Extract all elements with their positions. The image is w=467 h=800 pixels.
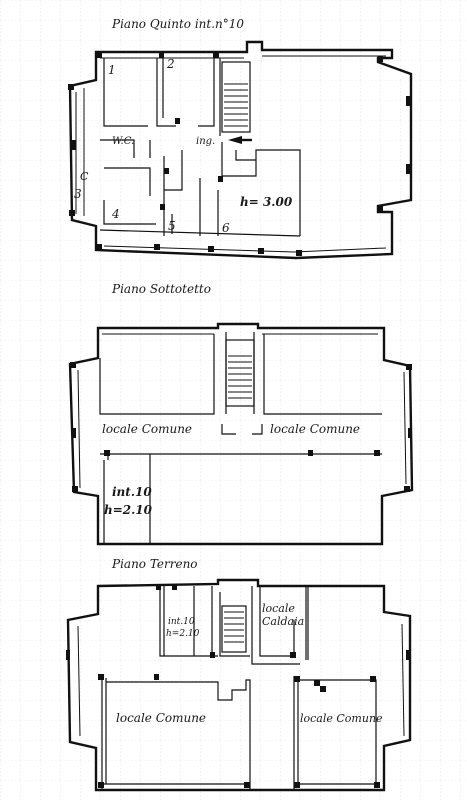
- plan-piano-terreno: Piano Terreno: [66, 557, 412, 792]
- room-2-label: 2: [166, 57, 175, 71]
- title-piano-sottotetto: Piano Sottotetto: [111, 282, 211, 296]
- height-quinto-label: h= 3.00: [240, 195, 293, 209]
- room-6-label: 6: [222, 221, 230, 235]
- columns-terreno: [66, 584, 410, 788]
- stair-quinto: [221, 61, 251, 133]
- unit-terreno-label: int.10: [168, 617, 195, 627]
- columns-sottotetto: [70, 362, 412, 492]
- entrance-arrow: [228, 136, 242, 144]
- height-sottotetto-label: h=2.10: [104, 503, 153, 517]
- columns-quinto: [68, 52, 410, 256]
- stair-sottotetto: [225, 339, 255, 407]
- wc-label: W.C.: [112, 136, 134, 147]
- room-5-label: 5: [168, 219, 176, 233]
- right-common-room-terreno-label: locale Comune: [300, 712, 383, 725]
- room-1-label: 1: [108, 63, 116, 77]
- title-piano-terreno: Piano Terreno: [111, 557, 198, 571]
- height-terreno-label: h=2.10: [166, 629, 200, 639]
- plan-piano-sottotetto: Piano Sottotetto: [68, 282, 414, 546]
- left-common-room-label: locale Comune: [102, 422, 192, 436]
- left-common-room-terreno-label: locale Comune: [116, 711, 206, 725]
- title-piano-quinto: Piano Quinto int.n°10: [111, 17, 244, 31]
- plan-piano-quinto: Piano Quinto int.n°10: [68, 17, 413, 260]
- right-common-room-label: locale Comune: [270, 422, 360, 436]
- corridor-label: C: [80, 170, 89, 183]
- room-3-label: 3: [74, 187, 82, 201]
- entrance-label: ing.: [196, 136, 215, 147]
- stair-terreno: [221, 605, 247, 653]
- room-4-label: 4: [111, 207, 120, 221]
- unit-sottotetto-label: int.10: [112, 485, 152, 499]
